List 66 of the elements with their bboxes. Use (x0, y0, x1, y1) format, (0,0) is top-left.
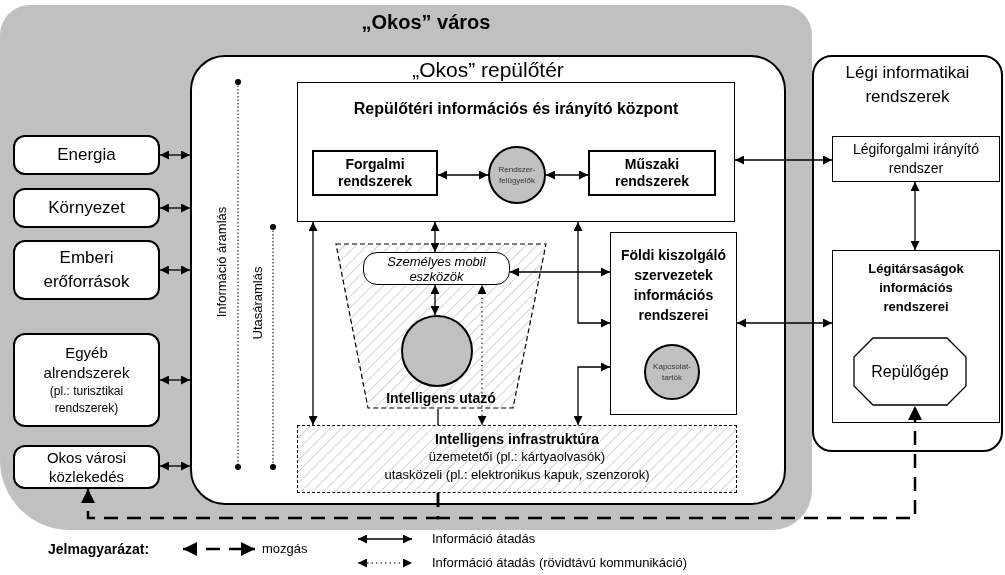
node-title: „Okos” repülőtér (412, 58, 564, 82)
connector-arrow (734, 155, 833, 165)
connector-arrow (910, 181, 920, 251)
infrastructure-box (297, 425, 737, 493)
node-title: Repülőtéri információs és irányító központ (353, 99, 679, 119)
node-title: Műszaki rendszerek (614, 156, 690, 190)
process-box (588, 150, 716, 196)
device-box (363, 252, 510, 285)
connector-arrow (509, 267, 611, 277)
connector-arrow (159, 203, 191, 213)
connector-arrow (736, 318, 833, 328)
connector-arrow (81, 489, 440, 520)
node-title: Légiforgalmi irányító rendszer (851, 140, 981, 178)
connector-arrow (545, 170, 589, 180)
node-title: Légi informatikai rendszerek (844, 62, 971, 108)
air-systems-panel (812, 55, 1003, 452)
node-title: Kapcsolat-tartók (652, 361, 692, 383)
flow-label: Információ áramlás (214, 205, 230, 320)
subsystem-box (13, 445, 160, 489)
node-title: Földi kiszolgáló szervezetek információs rendszerei (620, 246, 727, 325)
connector-arrow (159, 150, 191, 160)
node-text: (pl.: turisztikai rendszerek) (48, 383, 125, 417)
node-title: Környezet (48, 198, 125, 218)
connector-arrow (477, 284, 487, 426)
subsystem-box (13, 240, 160, 300)
airline-systems-box (832, 250, 1000, 423)
node-title: „Okos” város (361, 10, 491, 35)
city-region (0, 5, 812, 530)
connector-arrow (308, 221, 318, 426)
subsystem-box (13, 333, 160, 427)
flow-label: Utasáramlás (250, 265, 266, 342)
control-center-box (297, 82, 735, 222)
node-title: Energia (57, 145, 116, 165)
node-title: Rendszer-felügyelők (497, 164, 537, 186)
connector-arrow (573, 221, 611, 328)
connector-arrow (159, 375, 191, 385)
legend-text: mozgás (262, 540, 308, 558)
legend-title: Jelmagyarázat: (48, 540, 150, 558)
node-text: üzemetetői (pl.: kártyaolvasók) (428, 448, 606, 466)
legend-text: Információ átadás (rövidtávú kommunikáció) (432, 554, 688, 572)
node-title: Intelligens infrastruktúra (434, 430, 600, 448)
legend-text: Információ átadás (432, 530, 536, 548)
subsystem-box (13, 188, 160, 228)
node-title: Intelligens utazó (386, 389, 496, 407)
connector-arrow (159, 265, 191, 275)
ground-services-box (610, 232, 737, 415)
node-title: Forgalmi rendszerek (337, 156, 413, 190)
connector-arrow (159, 461, 191, 471)
connector-arrow (430, 221, 440, 253)
airport-panel (190, 55, 786, 505)
node-title: Emberi erőforrások (42, 247, 131, 293)
connector-arrow (430, 284, 440, 316)
subsystem-box (13, 135, 160, 175)
connector-arrow (436, 406, 922, 520)
process-box (832, 136, 1000, 182)
node-title: Egyéb alrendszerek (42, 343, 131, 383)
passenger-zone (335, 243, 547, 409)
node-title: Személyes mobil eszközök (386, 253, 487, 284)
connector-arrow (573, 362, 611, 426)
node-text: utasközeli (pl.: elektronikus kapuk, szenzorok) (384, 466, 650, 484)
aircraft-octagon (853, 337, 967, 406)
connector-arrow (437, 170, 489, 180)
node-title: Repülőgép (871, 361, 949, 382)
process-box (312, 150, 438, 196)
node-title: Légitársaságok információs rendszerei (867, 260, 965, 316)
node-title: Okos városi közlekedés (45, 448, 128, 486)
